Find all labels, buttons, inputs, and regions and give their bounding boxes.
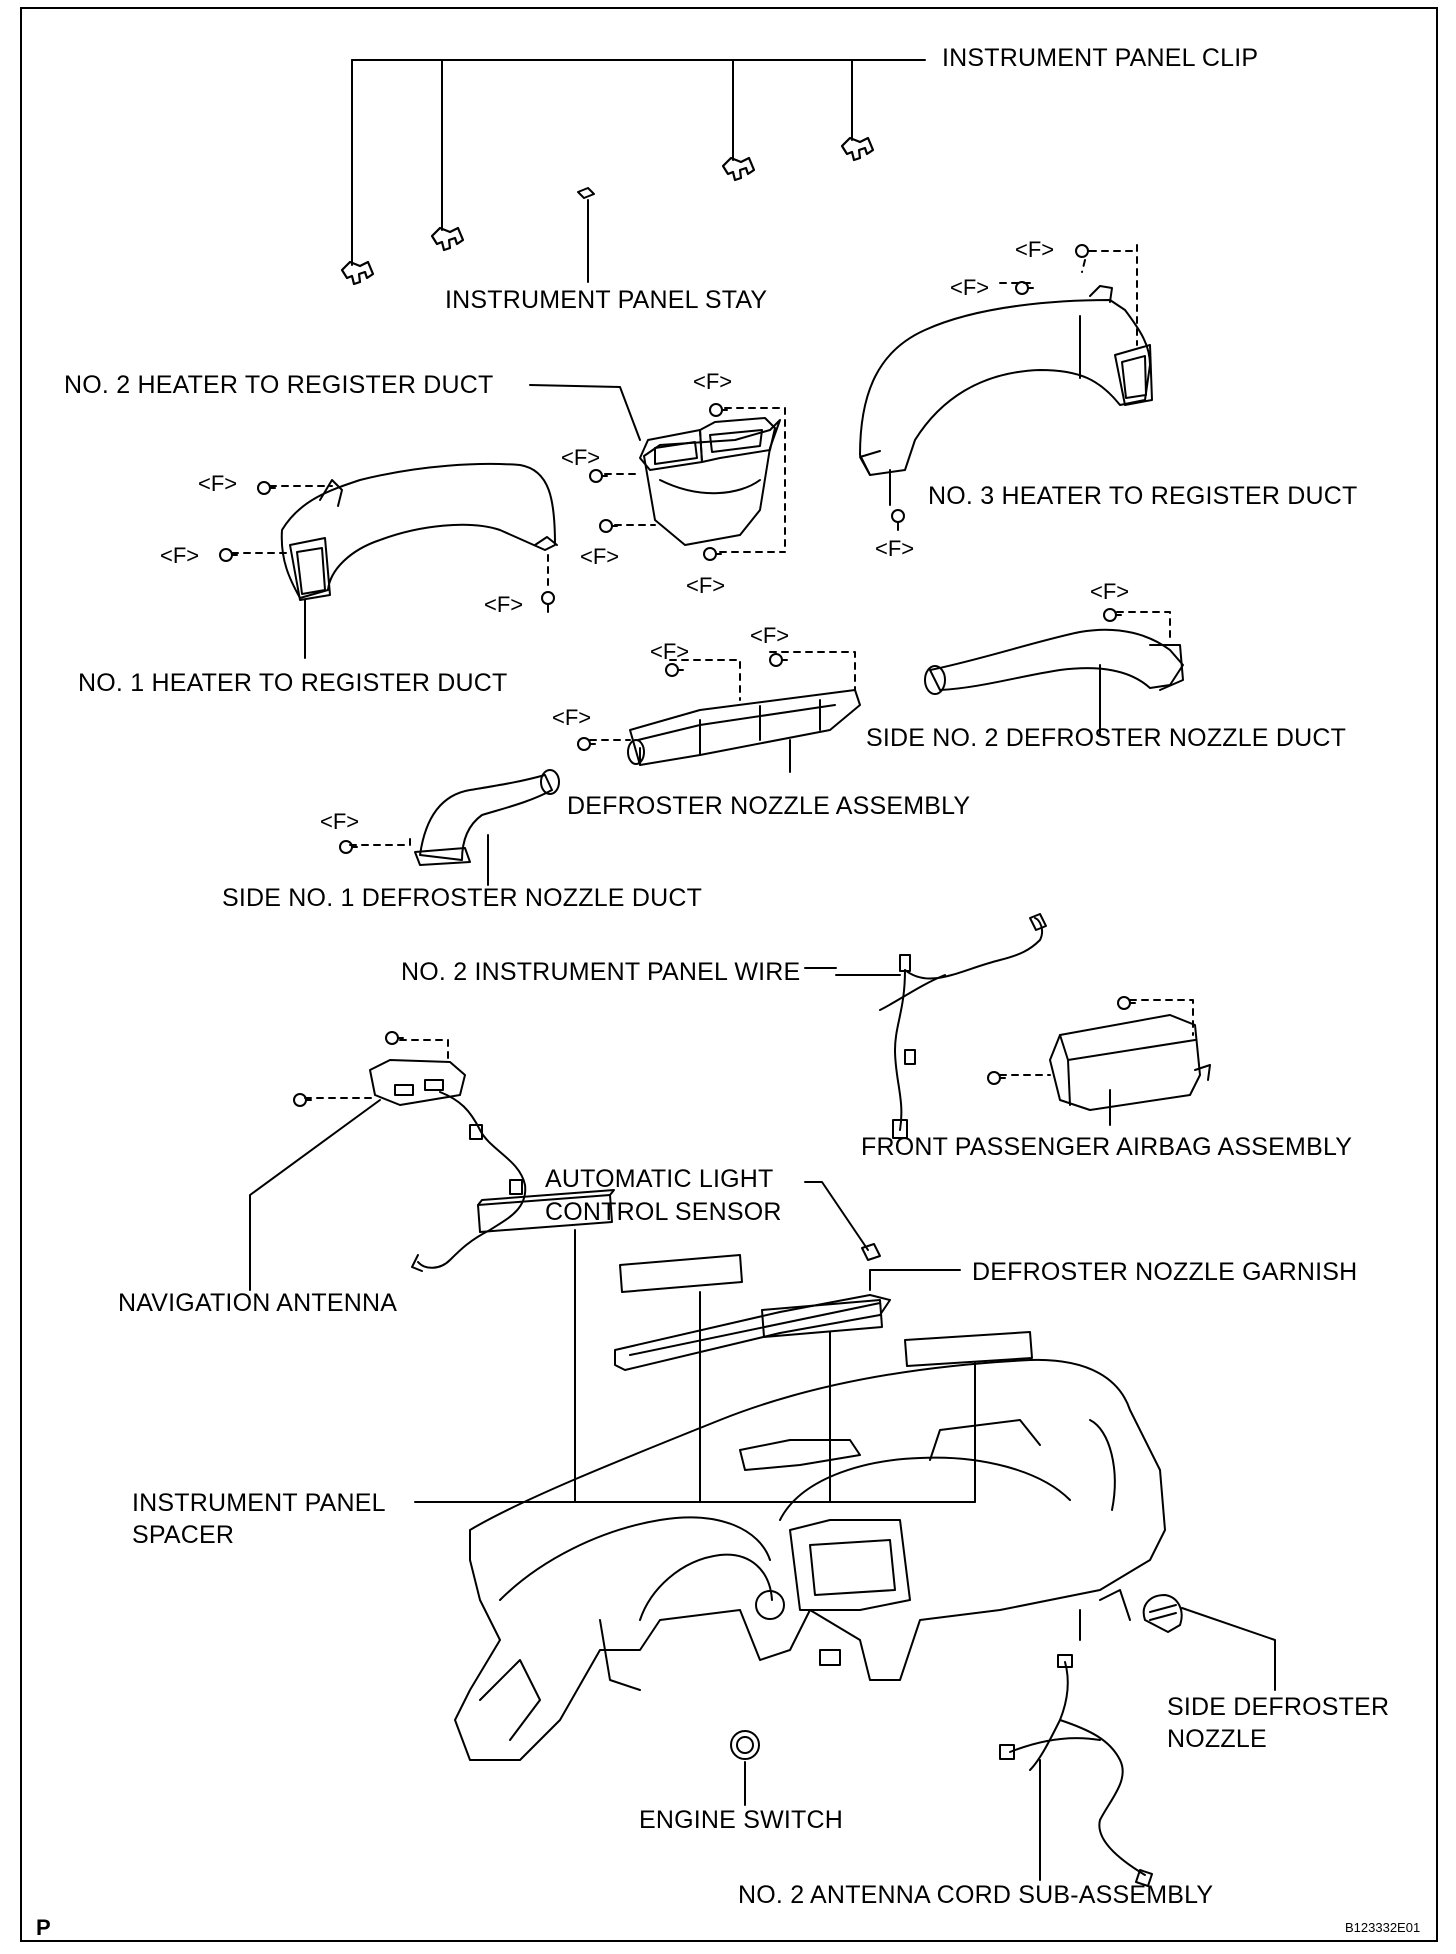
label-no3-heater-duct: NO. 3 HEATER TO REGISTER DUCT	[928, 482, 1358, 510]
label-no1-heater-duct: NO. 1 HEATER TO REGISTER DUCT	[78, 669, 508, 697]
label-instrument-panel-spacer-line2: SPACER	[132, 1521, 235, 1549]
defroster-nozzle-garnish-part	[614, 1269, 961, 1371]
no2-heater-duct-bolts	[589, 403, 728, 561]
label-engine-switch: ENGINE SWITCH	[639, 1806, 843, 1834]
label-side-defroster-nozzle-line1: SIDE DEFROSTER	[1167, 1693, 1390, 1721]
label-no2-heater-duct: NO. 2 HEATER TO REGISTER DUCT	[64, 371, 494, 399]
label-side-no1-defroster-duct: SIDE NO. 1 DEFROSTER NOZZLE DUCT	[222, 884, 703, 912]
navigation-antenna-part	[249, 1039, 527, 1291]
no2-instrument-panel-wire-part	[835, 913, 1047, 1139]
fastener-label: <F>	[875, 536, 915, 561]
side-no1-defroster-duct-part	[349, 769, 560, 886]
no3-heater-duct-bolts	[891, 244, 1094, 531]
front-passenger-airbag-bolts	[987, 996, 1136, 1085]
label-defroster-nozzle-garnish: DEFROSTER NOZZLE GARNISH	[972, 1258, 1358, 1286]
label-leader-lines	[804, 967, 1081, 1641]
side-defroster-nozzle-part	[1142, 1594, 1276, 1691]
label-no2-instrument-panel-wire: NO. 2 INSTRUMENT PANEL WIRE	[401, 958, 801, 986]
fastener-label: <F>	[650, 639, 690, 664]
no1-heater-duct-part	[231, 462, 558, 659]
instrument-panel-part	[454, 1358, 1166, 1761]
label-instrument-panel-spacer-line1: INSTRUMENT PANEL	[132, 1489, 386, 1517]
no3-heater-duct-part	[859, 244, 1153, 506]
defroster-nozzle-assembly-part	[589, 651, 861, 773]
label-instrument-panel-stay: INSTRUMENT PANEL STAY	[445, 286, 768, 314]
label-defroster-nozzle-assembly: DEFROSTER NOZZLE ASSEMBLY	[567, 792, 971, 820]
corner-mark: P	[36, 1915, 51, 1940]
instrument-panel-clip-leaders	[351, 59, 926, 266]
fastener-label: <F>	[484, 592, 524, 617]
label-navigation-antenna: NAVIGATION ANTENNA	[118, 1289, 398, 1317]
side-no2-defroster-duct-part	[924, 611, 1184, 736]
instrument-panel-clip-parts	[340, 136, 875, 286]
defroster-nozzle-assembly-bolts	[577, 653, 788, 751]
side-no2-defroster-duct-bolt	[1103, 608, 1122, 622]
engine-switch-part	[730, 1730, 760, 1806]
label-instrument-panel-clip: INSTRUMENT PANEL CLIP	[942, 44, 1259, 72]
label-side-no2-defroster-duct: SIDE NO. 2 DEFROSTER NOZZLE DUCT	[866, 724, 1347, 752]
instrument-panel-stay-part	[577, 187, 595, 283]
instrument-panel-spacer-parts	[414, 1189, 1033, 1503]
fastener-label: <F>	[686, 573, 726, 598]
fastener-label: <F>	[198, 471, 238, 496]
label-no2-antenna-cord: NO. 2 ANTENNA CORD SUB-ASSEMBLY	[738, 1881, 1214, 1909]
label-auto-light-sensor-line1: AUTOMATIC LIGHT	[545, 1165, 774, 1193]
label-front-passenger-airbag: FRONT PASSENGER AIRBAG ASSEMBLY	[861, 1133, 1353, 1161]
front-passenger-airbag-part	[999, 999, 1211, 1126]
no1-heater-duct-bolts	[219, 481, 555, 613]
fastener-label: <F>	[552, 705, 592, 730]
figure-code: B123332E01	[1345, 1920, 1421, 1935]
fastener-label: <F>	[750, 623, 790, 648]
fastener-label: <F>	[160, 543, 200, 568]
fastener-label: <F>	[950, 275, 990, 300]
diagram-frame	[20, 7, 1438, 1942]
automatic-light-sensor-part	[804, 1181, 881, 1261]
fastener-label: <F>	[561, 445, 601, 470]
side-no1-defroster-duct-bolt	[339, 840, 358, 854]
label-auto-light-sensor-line2: CONTROL SENSOR	[545, 1198, 782, 1226]
fastener-label: <F>	[580, 544, 620, 569]
fastener-label: <F>	[320, 809, 360, 834]
fastener-label: <F>	[1015, 237, 1055, 262]
no2-heater-duct-part	[529, 384, 786, 553]
no2-antenna-cord-part	[999, 1654, 1153, 1887]
fastener-label: <F>	[693, 369, 733, 394]
navigation-antenna-bolts	[293, 1031, 404, 1107]
label-side-defroster-nozzle-line2: NOZZLE	[1167, 1725, 1267, 1753]
fastener-label: <F>	[1090, 579, 1130, 604]
